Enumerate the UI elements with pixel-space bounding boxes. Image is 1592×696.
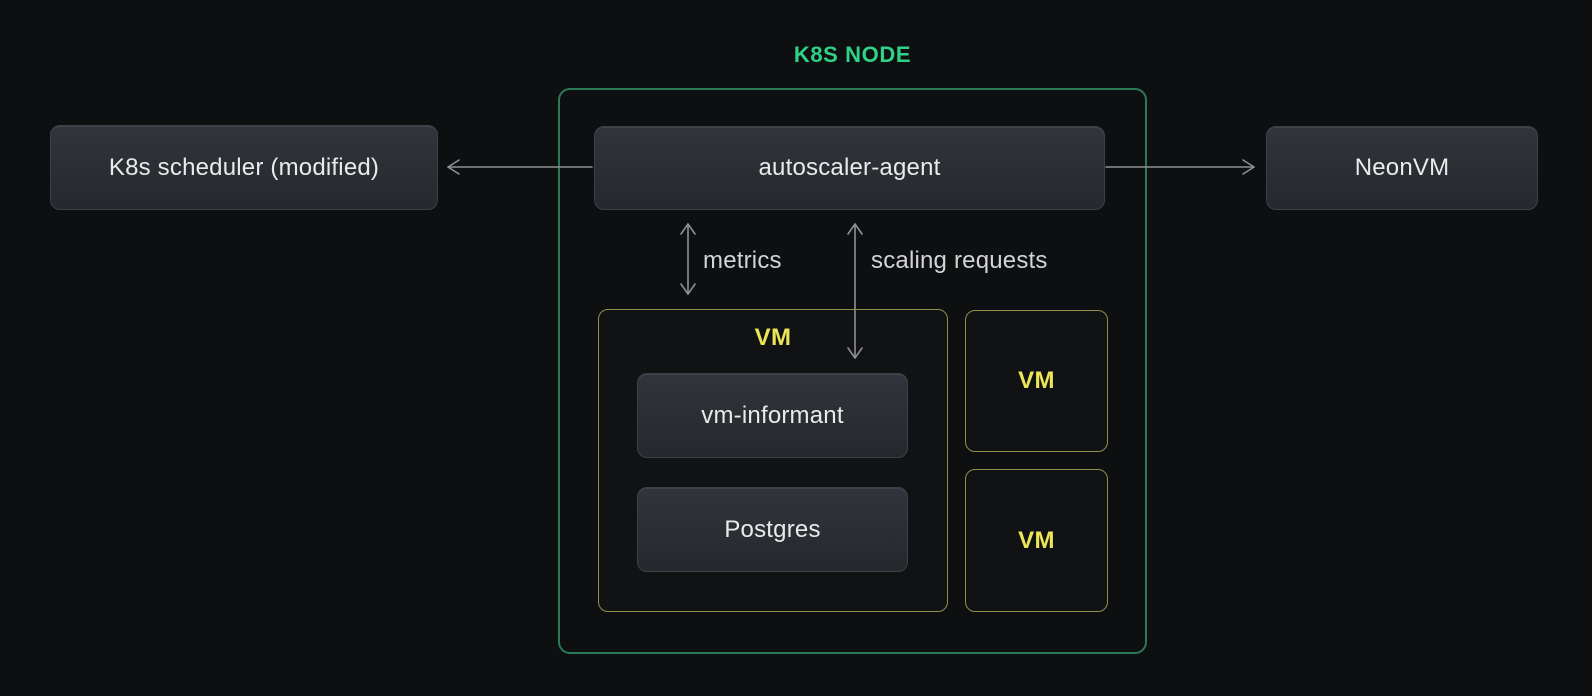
postgres-node: Postgres xyxy=(637,487,908,572)
main-vm-label: VM xyxy=(754,324,792,351)
vm-informant-node: vm-informant xyxy=(637,373,908,458)
k8s-scheduler-node: K8s scheduler (modified) xyxy=(50,125,438,210)
k8s-scheduler-label: K8s scheduler (modified) xyxy=(108,153,380,181)
k8s-node-title: K8S NODE xyxy=(793,42,912,67)
neonvm-label: NeonVM xyxy=(1354,154,1450,181)
vm-container-3-label: VM xyxy=(1018,526,1055,554)
postgres-label: Postgres xyxy=(724,515,821,543)
autoscaler-agent-node: autoscaler-agent xyxy=(594,126,1105,210)
neonvm-node: NeonVM xyxy=(1266,126,1538,210)
k8s-node-container xyxy=(558,88,1147,654)
vm-informant-label: vm-informant xyxy=(701,401,844,429)
autoscaler-agent-label: autoscaler-agent xyxy=(758,154,941,181)
vm-container-2-label: VM xyxy=(1018,367,1055,394)
metrics-edge-label: metrics xyxy=(703,247,782,274)
scaling-requests-edge-label: scaling requests xyxy=(871,247,1048,274)
vm-container-3: VM xyxy=(965,469,1108,612)
vm-container-2: VM xyxy=(965,310,1108,452)
